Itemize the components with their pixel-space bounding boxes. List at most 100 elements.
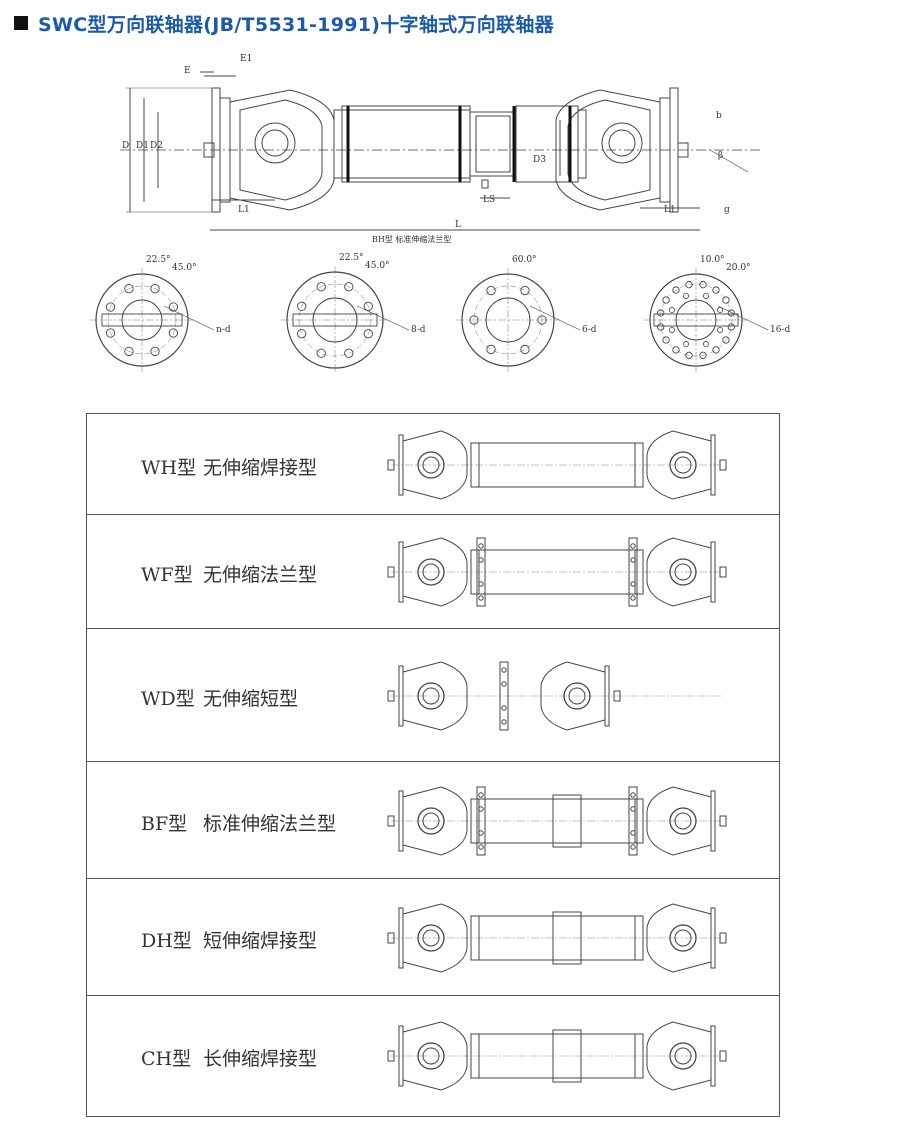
key-slot [292, 313, 378, 327]
type-label: CH型长伸缩焊接型 [141, 1044, 317, 1071]
bolt-hole [537, 315, 547, 325]
type-code: WH型 [141, 456, 197, 479]
type-row-bf: BF型标准伸缩法兰型 [87, 762, 779, 879]
type-row-dh: DH型短伸缩焊接型 [87, 879, 779, 996]
bolt-hole [722, 336, 730, 344]
dim-e1: E1 [240, 54, 252, 64]
flange-holes-label: 6-d [582, 325, 597, 335]
dim-d2: D2 [150, 141, 163, 151]
type-figure-wh [387, 429, 727, 500]
dim-l1-right: L1 [664, 205, 676, 215]
flange-views: 22.5°45.0°n-d22.5°45.0°8-d60.0°6-d10.0°2… [90, 253, 790, 374]
dim-l1-left: L1 [238, 205, 250, 215]
flange-view: 22.5°45.0° 8-d [281, 253, 426, 374]
bolt-hole [699, 351, 707, 359]
bolt-hole [105, 328, 116, 338]
bolt-hole [344, 282, 354, 292]
leader-line [163, 305, 215, 331]
bolt-hole [717, 326, 724, 333]
coupling-types-table: WH型无伸缩焊接型 WF型无伸缩法兰型 WD型无伸缩短型 BF型标准伸缩法兰型 DH型短… [86, 413, 780, 1117]
bolt-hole [124, 346, 134, 357]
type-figure-dh [387, 902, 727, 973]
type-row-wd: WD型无伸缩短型 [87, 629, 779, 762]
bolt-hole [672, 346, 680, 354]
bolt-hole [297, 301, 307, 311]
bolt-hole [727, 323, 735, 331]
bolt-hole [668, 307, 675, 314]
bolt-hole [685, 281, 693, 289]
dim-g: g [724, 205, 730, 215]
flange-angle-label: 20.0° [726, 263, 751, 273]
key-slot [101, 313, 183, 327]
bolt-hole [150, 283, 160, 294]
type-label: WF型无伸缩法兰型 [141, 560, 317, 587]
drawing-caption: BH型 标准伸缩法兰型 [372, 234, 451, 244]
dim-l: L [455, 220, 461, 230]
bolt-hole [702, 341, 709, 348]
type-label: WH型无伸缩焊接型 [141, 453, 317, 480]
bolt-hole [363, 301, 373, 311]
bolt-hole [316, 348, 326, 358]
bolt-hole [712, 346, 720, 354]
type-name: 无伸缩法兰型 [203, 564, 318, 586]
main-technical-drawing: E E1 D D1 D2 L1 L LS D3 L1 g b β BH型 标准伸… [0, 40, 899, 400]
type-row-ch: CH型长伸缩焊接型 [87, 996, 779, 1116]
bolt-hole [712, 286, 720, 294]
flange-holes-label: 8-d [411, 325, 426, 335]
type-label: WD型无伸缩短型 [141, 684, 298, 711]
bolt-hole [105, 302, 116, 312]
bolt-hole [150, 346, 160, 357]
dim-d1: D1 [136, 141, 149, 151]
bolt-hole [685, 351, 693, 359]
bolt-hole [486, 344, 496, 355]
flange-holes-label: 16-d [770, 325, 790, 335]
bolt-hole [124, 283, 134, 294]
flange-view: 10.0°20.0°16-d [644, 255, 790, 372]
bolt-hole [520, 344, 530, 355]
leader-line [529, 305, 581, 331]
type-name: 长伸缩焊接型 [203, 1048, 318, 1070]
type-label: BF型标准伸缩法兰型 [141, 809, 336, 836]
coupling-assembly-drawing: E E1 D D1 D2 L1 L LS D3 L1 g b β BH型 标准伸… [90, 54, 790, 374]
page-title: SWC型万向联轴器(JB/T5531-1991)十字轴式万向联轴器 [38, 13, 554, 36]
bolt-hole [363, 329, 373, 339]
bolt-hole [672, 286, 680, 294]
type-code: DH型 [141, 929, 192, 952]
flange-view: 60.0°6-d [456, 255, 597, 372]
type-figure-wf [387, 537, 727, 607]
dim-e: E [184, 66, 191, 76]
bolt-hole [657, 309, 665, 317]
dim-ls: LS [483, 195, 495, 205]
flange-angle-label: 22.5° [146, 255, 171, 265]
bolt-hole [316, 282, 326, 292]
dim-beta: β [718, 151, 723, 161]
type-figure-bf [387, 785, 727, 856]
type-name: 无伸缩焊接型 [203, 456, 318, 479]
type-code: WF型 [141, 564, 193, 586]
bolt-hole [657, 323, 665, 331]
bolt-hole [727, 309, 735, 317]
type-name: 标准伸缩法兰型 [203, 812, 337, 835]
type-figure-wd [387, 660, 723, 731]
bolt-hole [168, 328, 179, 338]
flange-angle-label: 45.0° [172, 263, 197, 273]
flange-angle-label: 22.5° [339, 253, 364, 263]
bolt-hole [168, 302, 179, 312]
type-code: CH型 [141, 1048, 192, 1070]
bolt-hole [722, 296, 730, 304]
title-bullet-icon [14, 16, 28, 30]
type-row-wh: WH型无伸缩焊接型 [87, 414, 779, 515]
bolt-hole [717, 307, 724, 314]
bolt-hole [662, 336, 670, 344]
flange-angle-label: 45.0° [365, 261, 390, 271]
flange-view: 22.5°45.0° n-d [90, 255, 231, 372]
bolt-hole [297, 329, 307, 339]
bolt-hole [520, 285, 530, 296]
type-label: DH型短伸缩焊接型 [141, 926, 317, 953]
dim-d: D [122, 141, 129, 151]
bolt-hole [486, 285, 496, 296]
page-header: SWC型万向联轴器(JB/T5531-1991)十字轴式万向联轴器 [14, 10, 554, 36]
bolt-hole [662, 296, 670, 304]
bolt-hole [683, 341, 690, 348]
flange-holes-label: n-d [216, 325, 231, 335]
